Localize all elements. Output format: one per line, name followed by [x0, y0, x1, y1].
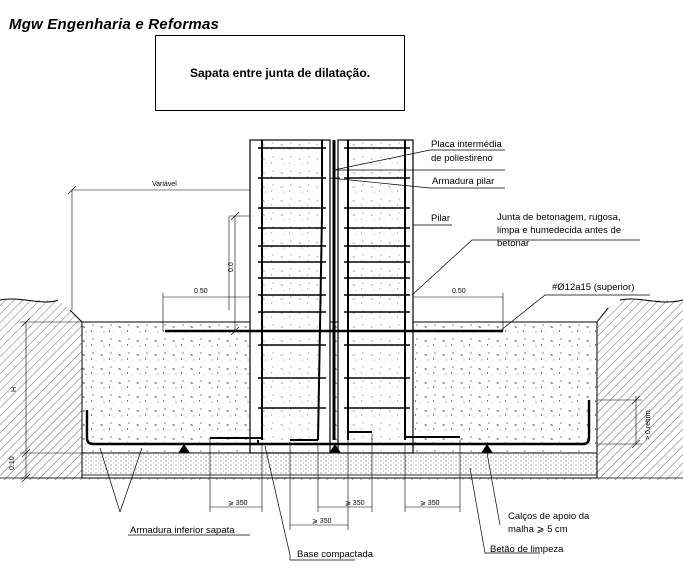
- label-junta-1: Junta de betonagem, rugosa,: [497, 212, 621, 223]
- dim-vertical-label: 0.0: [228, 262, 235, 272]
- label-armadura-pilar: Armadura pilar: [432, 176, 494, 187]
- support-chairs: [178, 444, 493, 453]
- dim-laps: [209, 434, 461, 530]
- label-base-compactada: Base compactada: [297, 549, 374, 560]
- label-betao-limpeza: Betão de limpeza: [490, 544, 564, 555]
- label-junta-3: betonar: [497, 238, 529, 249]
- column-left: [249, 139, 331, 454]
- label-placa-1: Placa intermédia: [431, 139, 502, 150]
- dim-lap-3: ⩾ 350: [345, 500, 365, 507]
- label-junta-2: limpa e humedecida antes de: [497, 225, 621, 236]
- drawing-title: Sapata entre junta de dilatação.: [189, 66, 371, 80]
- dim-H: [20, 317, 82, 483]
- dim-lap-2: ⩾ 350: [312, 518, 332, 525]
- label-armadura-inferior: Armadura inferior sapata: [130, 525, 235, 536]
- dim-min-cover: [597, 395, 642, 449]
- dim-right-050-label: 0.50: [452, 288, 466, 295]
- lean-concrete: [81, 452, 598, 476]
- dim-clean-label: 0.10: [9, 456, 16, 470]
- dim-lap-4: ⩾ 350: [420, 500, 440, 507]
- label-calcos-2: malha ⩾ 5 cm: [508, 524, 568, 535]
- label-armadura-superior: #Ø12a15 (superior): [552, 282, 634, 293]
- company-name: Mgw Engenharia e Reformas: [9, 16, 220, 33]
- dim-min-cover-label: > 0.retirm.: [645, 408, 652, 440]
- label-pilar: Pilar: [431, 213, 450, 224]
- column-right: [337, 139, 414, 454]
- dim-variavel: [67, 185, 251, 310]
- bottom-reinforcement: [85, 400, 591, 446]
- title-block: Sapata entre junta de dilatação.: [155, 35, 405, 111]
- dim-H-label: H: [11, 387, 18, 392]
- dim-variavel-label: Variável: [152, 181, 177, 188]
- dim-left-050-label: 0.50: [194, 288, 208, 295]
- dim-left-050: [162, 293, 250, 331]
- leader-lines: [99, 149, 650, 561]
- column-rebar: [210, 140, 460, 445]
- label-placa-2: de poliestireno: [431, 153, 493, 164]
- label-calcos-1: Calços de apoio da: [508, 511, 590, 522]
- dim-vertical-column: [228, 211, 250, 336]
- dim-right-050: [413, 293, 504, 331]
- dim-lap-1: ⩾ 350: [228, 500, 248, 507]
